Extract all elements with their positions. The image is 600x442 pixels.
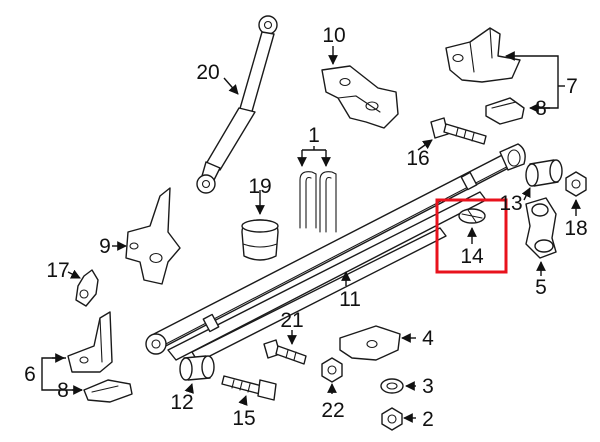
highlight-box xyxy=(435,198,508,274)
callout-8-upper: 8 xyxy=(535,97,547,120)
leader-lines xyxy=(41,46,581,423)
bracket-part-7[interactable] xyxy=(445,27,521,83)
callout-15: 15 xyxy=(232,407,255,430)
nut-18-part[interactable] xyxy=(565,171,587,197)
shock-absorber-part[interactable] xyxy=(196,15,278,194)
callout-2: 2 xyxy=(422,408,434,431)
callout-16: 16 xyxy=(406,147,429,170)
callout-labels: 20 10 7 8 1 16 19 13 18 9 14 17 5 11 21 … xyxy=(24,24,588,431)
plate-4-part[interactable] xyxy=(339,325,401,361)
bushing-13-part[interactable] xyxy=(525,159,563,187)
u-bolts-part[interactable] xyxy=(299,171,337,233)
nut-22-part[interactable] xyxy=(321,357,343,383)
callout-8-lower: 8 xyxy=(57,379,69,402)
callout-4: 4 xyxy=(422,327,434,350)
callout-20: 20 xyxy=(196,61,219,84)
callout-22: 22 xyxy=(321,399,344,422)
bushing-12-part[interactable] xyxy=(179,355,215,381)
retainer-plate-lower-part[interactable] xyxy=(83,379,133,403)
callout-14: 14 xyxy=(460,245,484,268)
upper-shock-bracket-part[interactable] xyxy=(321,65,399,129)
hanger-bracket-part[interactable] xyxy=(67,311,113,373)
bolt-15-part[interactable] xyxy=(221,375,277,401)
bolt-21-part[interactable] xyxy=(263,339,307,365)
callout-1: 1 xyxy=(308,124,320,147)
callout-18: 18 xyxy=(564,217,587,240)
callout-7: 7 xyxy=(566,75,578,98)
callout-17: 17 xyxy=(46,259,69,282)
callout-5: 5 xyxy=(535,276,547,299)
washer-part[interactable] xyxy=(380,378,404,394)
shackle-part[interactable] xyxy=(525,197,557,259)
bracket-part-9[interactable] xyxy=(125,187,181,285)
callout-3: 3 xyxy=(422,375,434,398)
callout-6: 6 xyxy=(24,363,36,386)
stud-part[interactable] xyxy=(75,269,99,307)
nut-2-part[interactable] xyxy=(381,407,403,431)
callout-11: 11 xyxy=(339,288,361,311)
callout-21: 21 xyxy=(280,309,303,332)
callout-10: 10 xyxy=(322,24,345,47)
bolt-16-part[interactable] xyxy=(430,117,487,145)
pad-part-14[interactable] xyxy=(458,208,486,224)
callout-13: 13 xyxy=(499,192,522,215)
bump-stop-part[interactable] xyxy=(241,219,279,261)
callout-9: 9 xyxy=(99,235,111,258)
callout-12: 12 xyxy=(170,391,193,414)
retainer-plate-upper-part[interactable] xyxy=(485,97,525,125)
callout-19: 19 xyxy=(248,175,271,198)
